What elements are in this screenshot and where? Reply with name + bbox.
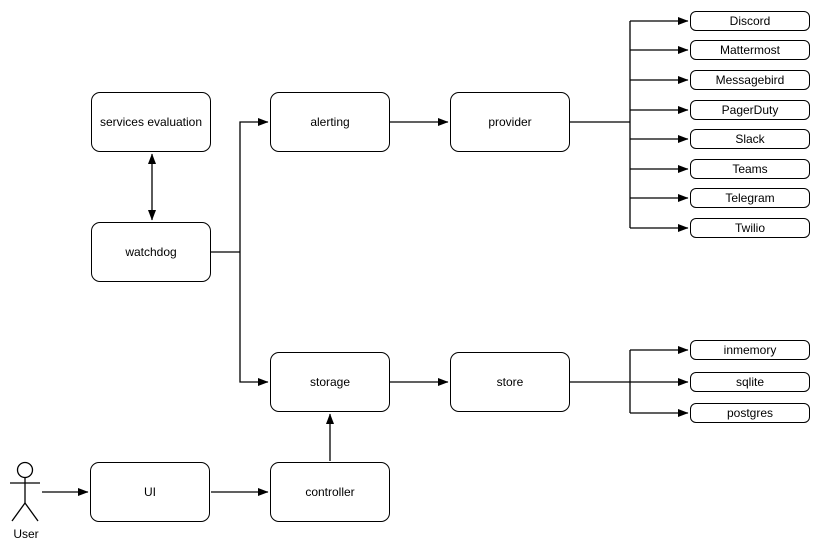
node-services-evaluation: services evaluation — [91, 92, 211, 152]
node-provider-slack: Slack — [690, 129, 810, 149]
node-storage: storage — [270, 352, 390, 412]
user-actor-label: User — [13, 527, 39, 541]
node-alerting: alerting — [270, 92, 390, 152]
node-store-inmemory: inmemory — [690, 340, 810, 360]
node-provider-mattermost: Mattermost — [690, 40, 810, 60]
node-provider-teams: Teams — [690, 159, 810, 179]
edge-watchdog-alerting — [239, 118, 269, 252]
node-store-sqlite: sqlite — [690, 372, 810, 392]
node-store-postgres: postgres — [690, 403, 810, 423]
node-provider-discord: Discord — [690, 11, 810, 31]
node-controller: controller — [270, 462, 390, 522]
user-actor-icon — [10, 461, 40, 522]
edge-watchdog-storage — [239, 252, 269, 386]
node-watchdog: watchdog — [91, 222, 211, 282]
node-provider-pagerduty: PagerDuty — [690, 100, 810, 120]
node-provider-messagebird: Messagebird — [690, 70, 810, 90]
node-provider-twilio: Twilio — [690, 218, 810, 238]
node-store: store — [450, 352, 570, 412]
node-ui: UI — [90, 462, 210, 522]
node-provider: provider — [450, 92, 570, 152]
node-provider-telegram: Telegram — [690, 188, 810, 208]
